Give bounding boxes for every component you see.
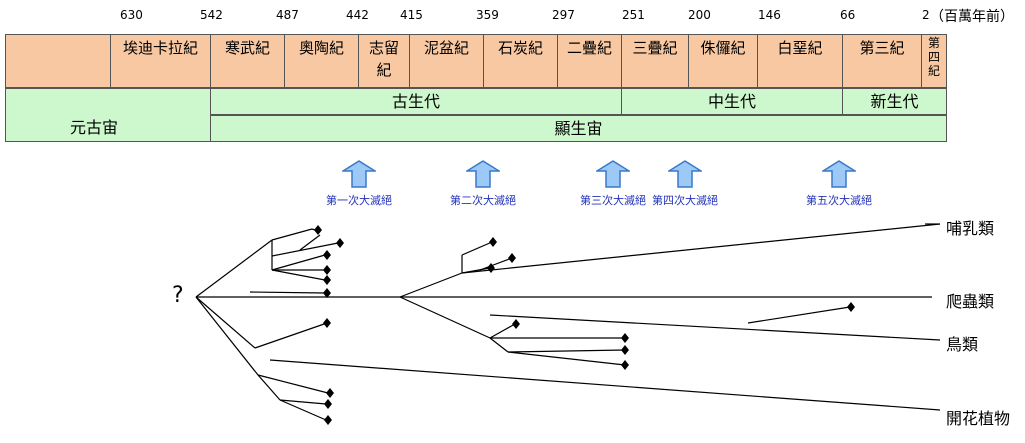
extinction-4-label: 第四次大滅絕 (652, 194, 718, 207)
extinct-tip-marker (487, 263, 495, 273)
era-mesozoic: 中生代 (621, 88, 843, 115)
extinct-tip-marker (847, 302, 855, 312)
extinct-tip-marker (314, 225, 322, 235)
extinct-tip-marker (336, 238, 344, 248)
tree-root-label: ? (172, 283, 184, 308)
extinct-tip-marker (489, 237, 497, 247)
tick-297: 297 (552, 8, 575, 22)
tree-tips (314, 225, 855, 425)
extinction-2: 第二次大滅絕 (438, 160, 528, 208)
extinct-tip-marker (512, 319, 520, 329)
proterozoic-block (5, 88, 211, 142)
period-cambrian: 寒武紀 (210, 34, 285, 88)
period-devonian: 泥盆紀 (409, 34, 484, 88)
period-cretaceous: 白堊紀 (757, 34, 843, 88)
extinct-tip-marker (323, 275, 331, 285)
extinct-tip-marker (323, 318, 331, 328)
time-unit-label: （百萬年前） (930, 9, 1014, 25)
extinction-4: 第四次大滅絕 (640, 160, 730, 208)
period-blank (5, 34, 111, 88)
up-arrow-icon (466, 160, 500, 188)
eon-proterozoic: 元古宙 (70, 118, 119, 137)
up-arrow-icon (668, 160, 702, 188)
extinct-tip-marker (621, 360, 629, 370)
tick-2: 2 (922, 8, 930, 22)
era-cenozoic: 新生代 (842, 88, 947, 115)
extinction-2-label: 第二次大滅絕 (450, 194, 516, 207)
lineage-reptiles: 爬蟲類 (946, 292, 995, 311)
tick-415: 415 (400, 8, 423, 22)
tick-487: 487 (276, 8, 299, 22)
extinction-3-label: 第三次大滅絕 (580, 194, 646, 207)
tick-542: 542 (200, 8, 223, 22)
period-tertiary: 第三紀 (842, 34, 922, 88)
era-paleozoic: 古生代 (210, 88, 622, 115)
tick-630: 630 (120, 8, 143, 22)
extinct-tip-marker (323, 265, 331, 275)
extinct-tip-marker (323, 250, 331, 260)
extinct-tip-marker (621, 333, 629, 343)
up-arrow-icon (822, 160, 856, 188)
period-triassic: 三疊紀 (621, 34, 689, 88)
extinct-tip-marker (508, 253, 516, 263)
extinct-tip-marker (324, 399, 332, 409)
period-ordovician: 奧陶紀 (284, 34, 359, 88)
extinction-3: 第三次大滅絕 (568, 160, 658, 208)
tick-146: 146 (758, 8, 781, 22)
lineage-birds: 鳥類 (946, 335, 979, 354)
extinction-5: 第五次大滅絕 (794, 160, 884, 208)
extinct-tip-marker (621, 345, 629, 355)
eon-phanerozoic: 顯生宙 (210, 115, 947, 142)
period-ediacaran: 埃迪卡拉紀 (110, 34, 211, 88)
extinct-tip-marker (324, 415, 332, 425)
period-quaternary: 第 四 紀 (921, 34, 947, 88)
period-permian: 二疊紀 (557, 34, 622, 88)
lineage-mammals: 哺乳類 (946, 219, 995, 238)
extinct-tip-marker (326, 388, 334, 398)
extinction-1: 第一次大滅絕 (314, 160, 404, 208)
tick-442: 442 (346, 8, 369, 22)
up-arrow-icon (596, 160, 630, 188)
extinct-tip-marker (323, 288, 331, 298)
tick-66: 66 (840, 8, 856, 22)
tick-359: 359 (476, 8, 499, 22)
period-carboniferous: 石炭紀 (483, 34, 558, 88)
period-silurian: 志留 紀 (358, 34, 410, 88)
tree-branches (195, 223, 941, 421)
tick-200: 200 (688, 8, 711, 22)
tick-251: 251 (622, 8, 645, 22)
extinction-5-label: 第五次大滅絕 (806, 194, 872, 207)
extinction-1-label: 第一次大滅絕 (326, 194, 392, 207)
lineage-flowering-plants: 開花植物 (946, 409, 1011, 428)
up-arrow-icon (342, 160, 376, 188)
period-jurassic: 侏儸紀 (688, 34, 758, 88)
